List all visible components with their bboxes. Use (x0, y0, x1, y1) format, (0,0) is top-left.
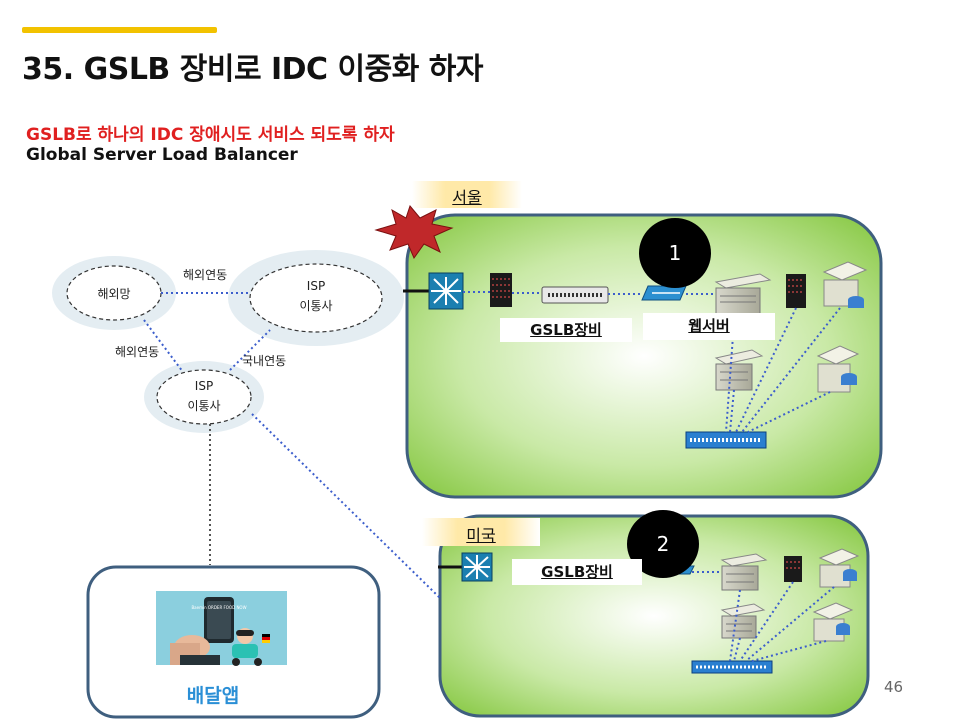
link-label-domestic: 국내연동 (242, 354, 287, 368)
seoul-switch-icon (641, 285, 687, 301)
isp-top-ellipse (249, 263, 383, 333)
seoul-region-label: 서울 (452, 188, 482, 207)
usa-router-icon (461, 552, 493, 582)
link-label-overseas-top: 해외연동 (183, 268, 228, 282)
seoul-priority-badge: 1 (639, 218, 711, 288)
usa-web-server-2-icon (720, 603, 766, 639)
seoul-san-links (725, 307, 841, 433)
usa-label-bg (422, 518, 540, 546)
seoul-storage-icon (786, 274, 806, 308)
seoul-idc-box (405, 213, 883, 499)
usa-db-server-mid-icon (812, 602, 854, 642)
usa-storage-icon (784, 556, 802, 582)
seoul-web-server-label: 웹서버 (643, 313, 775, 340)
usa-region-label: 미국 (466, 526, 496, 545)
isp-bottom-line2: 이통사 (187, 399, 221, 413)
seoul-router-icon (428, 272, 464, 310)
isp-top-label: ISP 이통사 (276, 276, 356, 316)
seoul-san-switch-icon (685, 431, 767, 449)
slide-title: 35. GSLB 장비로 IDC 이중화 하자 (22, 52, 483, 87)
link-label-overseas-left: 해외연동 (115, 345, 160, 359)
seoul-gslb-device-icon (541, 286, 609, 304)
isp-bottom-line1: ISP (194, 379, 214, 393)
seoul-firewall-icon (490, 273, 512, 307)
seoul-web-server-2-icon (714, 349, 764, 391)
usa-db-server-top-icon (818, 548, 860, 588)
page-number: 46 (884, 678, 904, 696)
link-overseas-isp-bottom (143, 319, 184, 373)
seoul-gslb-label: GSLB장비 (500, 318, 632, 342)
overseas-net-label: 해외망 (97, 287, 131, 301)
isp-bottom-label: ISP 이통사 (164, 376, 244, 416)
link-isp-usa (251, 413, 441, 599)
delivery-app-image (156, 591, 287, 666)
usa-san-links (729, 581, 835, 662)
slide-subtitle: GSLB로 하나의 IDC 장애시도 서비스 되도록 하자 (26, 125, 395, 145)
phone-screen-text: Baemin ORDER FOOD NOW (191, 605, 246, 610)
delivery-app-label: 배달앱 (186, 685, 240, 707)
usa-san-switch-icon (691, 660, 773, 674)
failure-explosion-icon (374, 204, 454, 260)
isp-bottom-ellipse (156, 369, 252, 425)
slide-subtitle-english: Global Server Load Balancer (26, 145, 298, 165)
seoul-db-server-top-icon (822, 261, 868, 308)
title-accent-bar (22, 27, 217, 33)
seoul-label-bg (412, 181, 522, 208)
usa-gslb-label: GSLB장비 (512, 559, 642, 585)
seoul-db-server-mid-icon (816, 345, 860, 393)
isp-top-line1: ISP (306, 279, 326, 293)
isp-top-line2: 이통사 (299, 299, 333, 313)
